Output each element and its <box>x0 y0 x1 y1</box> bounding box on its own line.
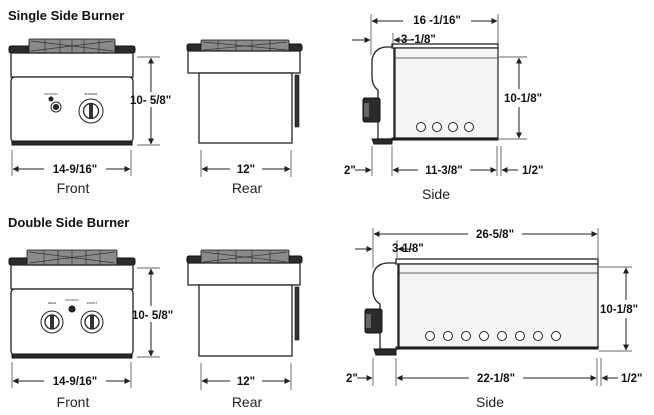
double-section-title: Double Side Burner <box>8 215 129 230</box>
single-rear-caption: Rear <box>232 180 263 196</box>
double-ignition-label: IGNITION <box>65 298 78 302</box>
double-side-offset-dim: 3-1/8" <box>392 243 424 255</box>
single-rear-width-dim: 12" <box>237 164 255 176</box>
single-side-view <box>362 43 499 145</box>
single-side-caption: Side <box>422 186 450 202</box>
double-ignition-button[interactable] <box>68 305 76 313</box>
double-side-overall-dim: 26-5/8" <box>476 229 514 241</box>
double-side-height-dim: 10-1/8" <box>600 304 638 316</box>
single-side-right-gap-dim: 1/2" <box>522 165 543 177</box>
single-front-caption: Front <box>57 180 90 196</box>
double-front-height-dim: 10- 5/8" <box>132 310 173 322</box>
single-ignition-button[interactable] <box>48 96 54 102</box>
double-front-knob-label: FRONT <box>87 301 97 305</box>
double-rear-view <box>186 249 303 357</box>
single-side-overall-dim: 16 -1/16" <box>413 15 461 27</box>
single-ignition-knob-icon[interactable] <box>53 104 59 110</box>
single-front-width-dim: 14-9/16" <box>53 164 97 176</box>
single-section-title: Single Side Burner <box>8 8 124 23</box>
single-side-base-dim: 11-3/8" <box>425 165 462 177</box>
single-burner-knob-grip <box>89 104 93 118</box>
single-side-left-gap-dim: 2" <box>344 165 356 177</box>
double-side-caption: Side <box>476 394 504 410</box>
double-side-left-gap-dim: 2" <box>346 373 358 385</box>
single-side-height-dim: 10-1/8" <box>504 93 542 105</box>
double-side-view <box>364 258 599 356</box>
double-side-base-dim: 22-1/8" <box>477 373 515 385</box>
single-front-view: IGNITION BURNER <box>8 38 136 146</box>
single-ignition-label: IGNITION <box>44 92 57 96</box>
single-rear-view <box>186 39 303 144</box>
double-rear-width-dim: 12" <box>237 376 255 388</box>
double-rear-knob-label: REAR <box>48 301 57 305</box>
single-burner-label: BURNER <box>85 92 99 96</box>
single-side-offset-dim: 3 -1/8" <box>401 34 436 46</box>
double-front-caption: Front <box>57 394 90 410</box>
double-side-right-gap-dim: 1/2" <box>621 373 642 385</box>
double-front-view: REAR IGNITION FRONT <box>8 249 136 359</box>
double-front-width-dim: 14-9/16" <box>53 376 97 388</box>
single-front-height-dim: 10- 5/8" <box>130 95 171 107</box>
double-rear-caption: Rear <box>232 394 263 410</box>
